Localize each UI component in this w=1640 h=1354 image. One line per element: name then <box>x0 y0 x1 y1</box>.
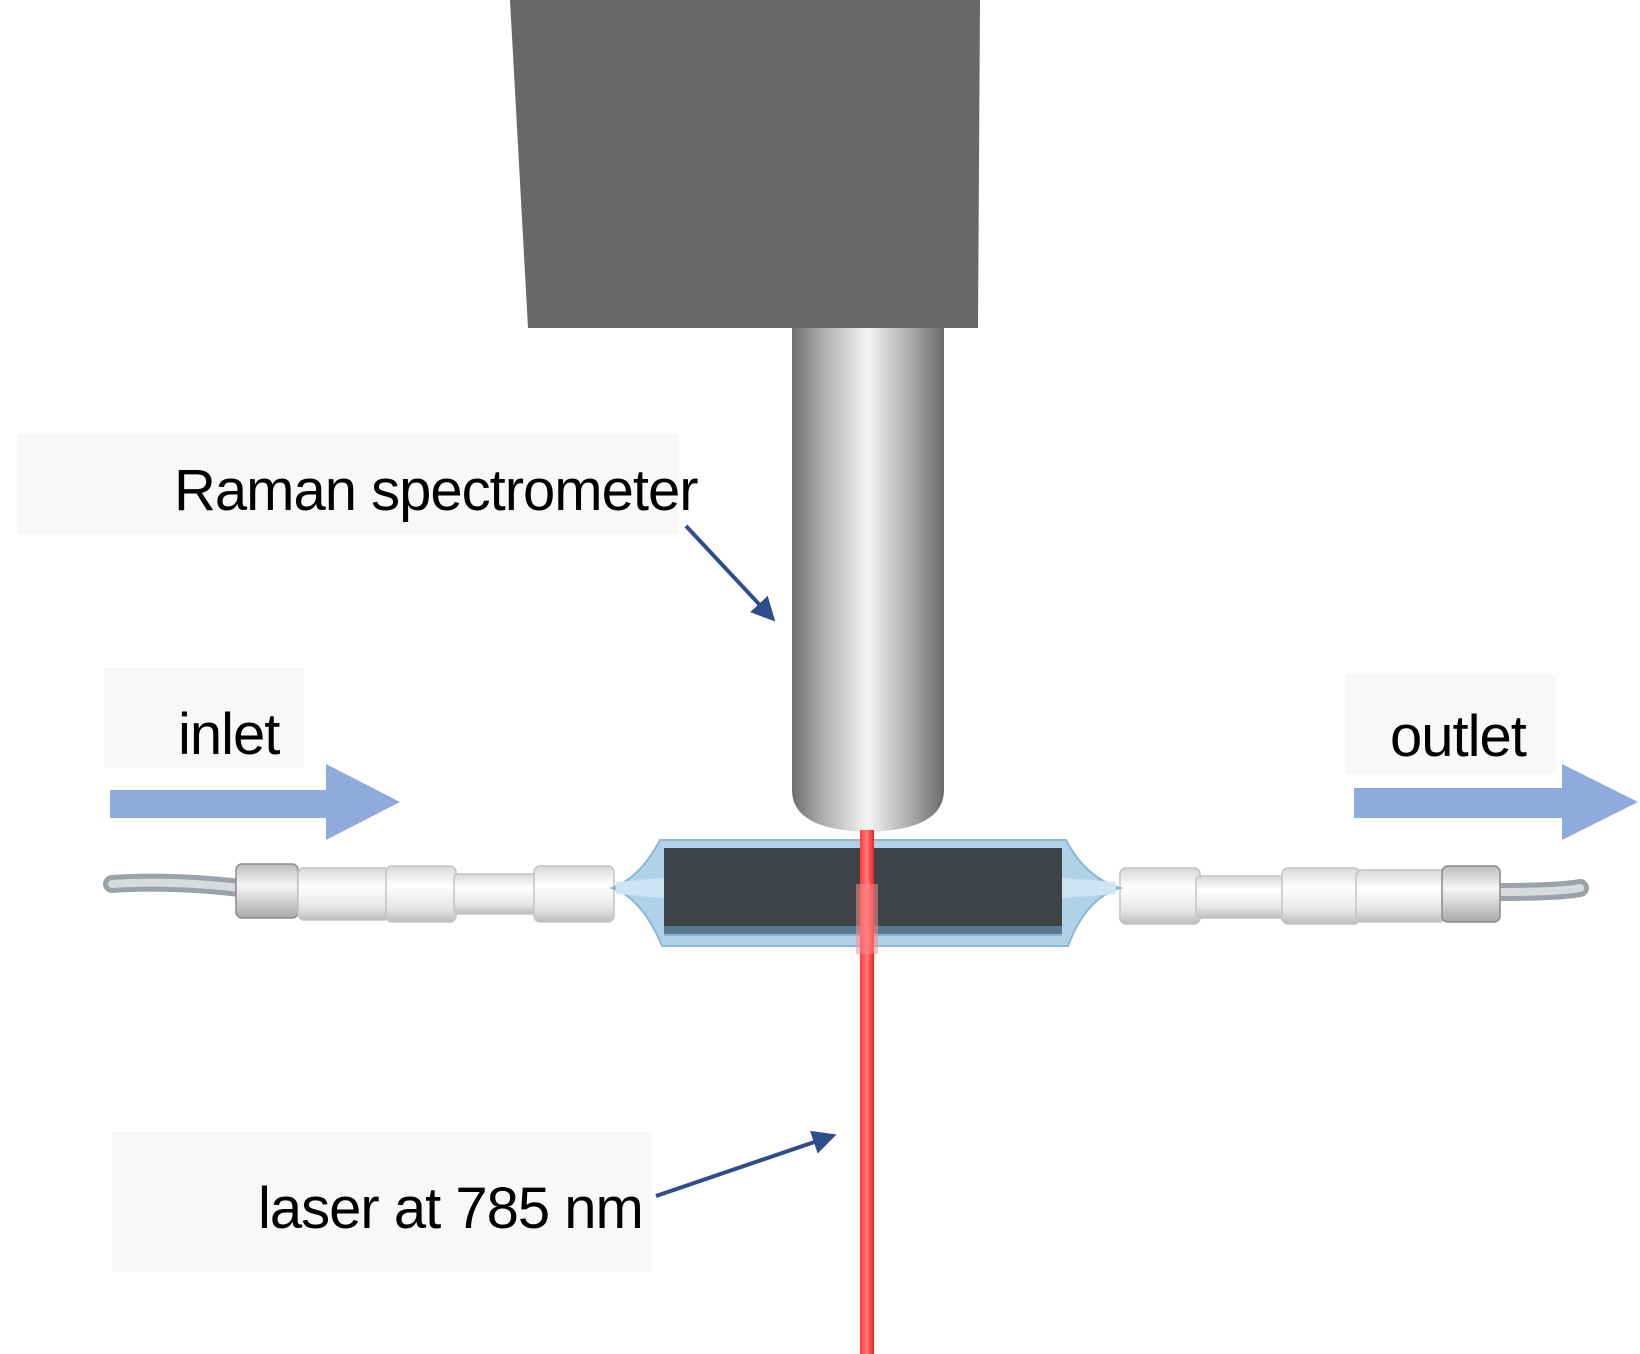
spectrometer-housing <box>510 0 980 328</box>
outlet-label: outlet <box>1390 704 1527 769</box>
outlet-flow-arrow <box>1354 764 1638 840</box>
laser-label: laser at 785 nm <box>258 1176 644 1241</box>
laser-beam <box>856 830 878 1354</box>
inlet-label-bg <box>104 668 304 768</box>
inlet-label: inlet <box>178 702 280 767</box>
fitting-right <box>1119 865 1501 925</box>
laser-pointer-arrow <box>655 1130 837 1198</box>
spectrometer-pointer-arrow <box>684 524 776 622</box>
spectrometer-label-bg <box>18 434 678 534</box>
laser-label-bg <box>112 1132 652 1272</box>
spectrometer-label: Raman spectrometer <box>174 458 699 523</box>
inlet-flow-arrow <box>110 764 400 840</box>
fitting-left <box>235 863 615 923</box>
spectrometer-probe <box>792 328 944 832</box>
outlet-label-bg <box>1346 674 1556 774</box>
